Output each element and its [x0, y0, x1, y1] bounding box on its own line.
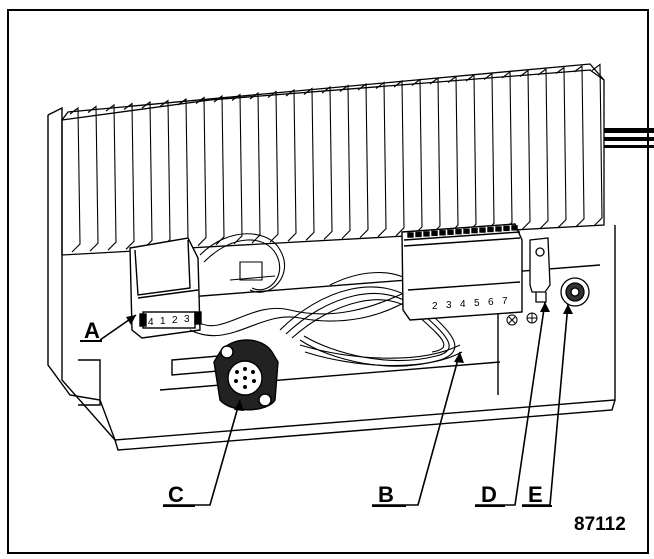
connector-c — [213, 339, 279, 411]
connector-a-pin-label: 4 — [148, 317, 154, 328]
heat-sink-fin — [105, 103, 117, 251]
heat-sink-fin — [519, 69, 531, 230]
chassis — [47, 106, 616, 451]
callout-d-label: D — [481, 482, 497, 507]
connector-b-pin — [487, 226, 494, 233]
connector-b-pin — [407, 232, 414, 238]
connector-a-pin-label: 1 — [160, 316, 166, 327]
connector-b-pin — [455, 228, 462, 235]
heat-sink-fin — [357, 82, 369, 238]
heat-sink-fin — [69, 106, 81, 253]
heat-sink — [61, 63, 605, 256]
heat-sink-fin — [231, 93, 243, 245]
connector-b-pin — [463, 228, 470, 234]
callout-a: A — [80, 318, 102, 343]
callout-d: D — [475, 482, 505, 507]
connector-b-pin — [439, 230, 446, 236]
heat-sink-fin — [303, 87, 315, 241]
heat-sink-fin — [393, 79, 405, 237]
heat-sink-fin — [285, 88, 297, 242]
heat-sink-fin — [267, 90, 279, 243]
ground-symbols — [506, 312, 538, 326]
heat-sink-fin — [321, 85, 333, 240]
connector-b-pin — [447, 229, 454, 235]
connector-a-pin-label: 3 — [184, 314, 190, 325]
heat-sink-fin — [573, 64, 585, 228]
callout-e: E — [522, 482, 552, 507]
connector-b-pin — [495, 226, 502, 232]
connector-b-pin-label: 3 — [446, 300, 452, 311]
connector-b-pin — [503, 225, 510, 232]
callout-c-label: C — [168, 482, 184, 507]
connector-b: 2 3 4 5 6 7 — [401, 223, 523, 321]
connector-b-pin — [423, 231, 430, 237]
callout-e-label: E — [528, 482, 543, 507]
connector-b-pin-label: 7 — [502, 296, 508, 307]
connector-b-pin-label: 5 — [474, 298, 480, 309]
heat-sink-fin — [591, 63, 603, 227]
heat-sink-fin — [87, 105, 99, 252]
connector-b-pin-label: 2 — [432, 301, 438, 312]
connector-e — [560, 277, 590, 307]
heat-sink-fin — [195, 96, 207, 247]
wiring-harness — [189, 233, 463, 367]
heat-sink-fin — [339, 84, 351, 239]
figure-frame — [7, 9, 649, 554]
connector-b-pin — [479, 227, 486, 233]
connector-b-pin — [415, 231, 422, 238]
connector-b-pin — [431, 230, 438, 237]
heat-sink-fin — [375, 81, 387, 238]
connector-b-pin-label: 4 — [460, 299, 466, 310]
connector-b-pin — [471, 227, 478, 234]
connector-d — [529, 237, 551, 303]
leader-arrowheads — [126, 302, 573, 411]
rail-bars — [604, 128, 654, 148]
heat-sink-fin — [555, 66, 567, 229]
connector-b-pin-label: 6 — [488, 297, 494, 308]
figure-number: 87112 — [574, 514, 626, 535]
heat-sink-fin — [537, 67, 549, 229]
callout-b-label: B — [378, 482, 394, 507]
callout-b: B — [372, 482, 406, 507]
connector-b-pin — [511, 225, 518, 231]
heat-sink-fin — [123, 102, 135, 250]
callout-a-label: A — [84, 318, 100, 343]
callout-c: C — [163, 482, 195, 507]
connector-a-pin-label: 2 — [172, 315, 178, 326]
heat-sink-fin — [249, 91, 261, 244]
connector-a: 4 1 2 3 — [129, 237, 202, 339]
